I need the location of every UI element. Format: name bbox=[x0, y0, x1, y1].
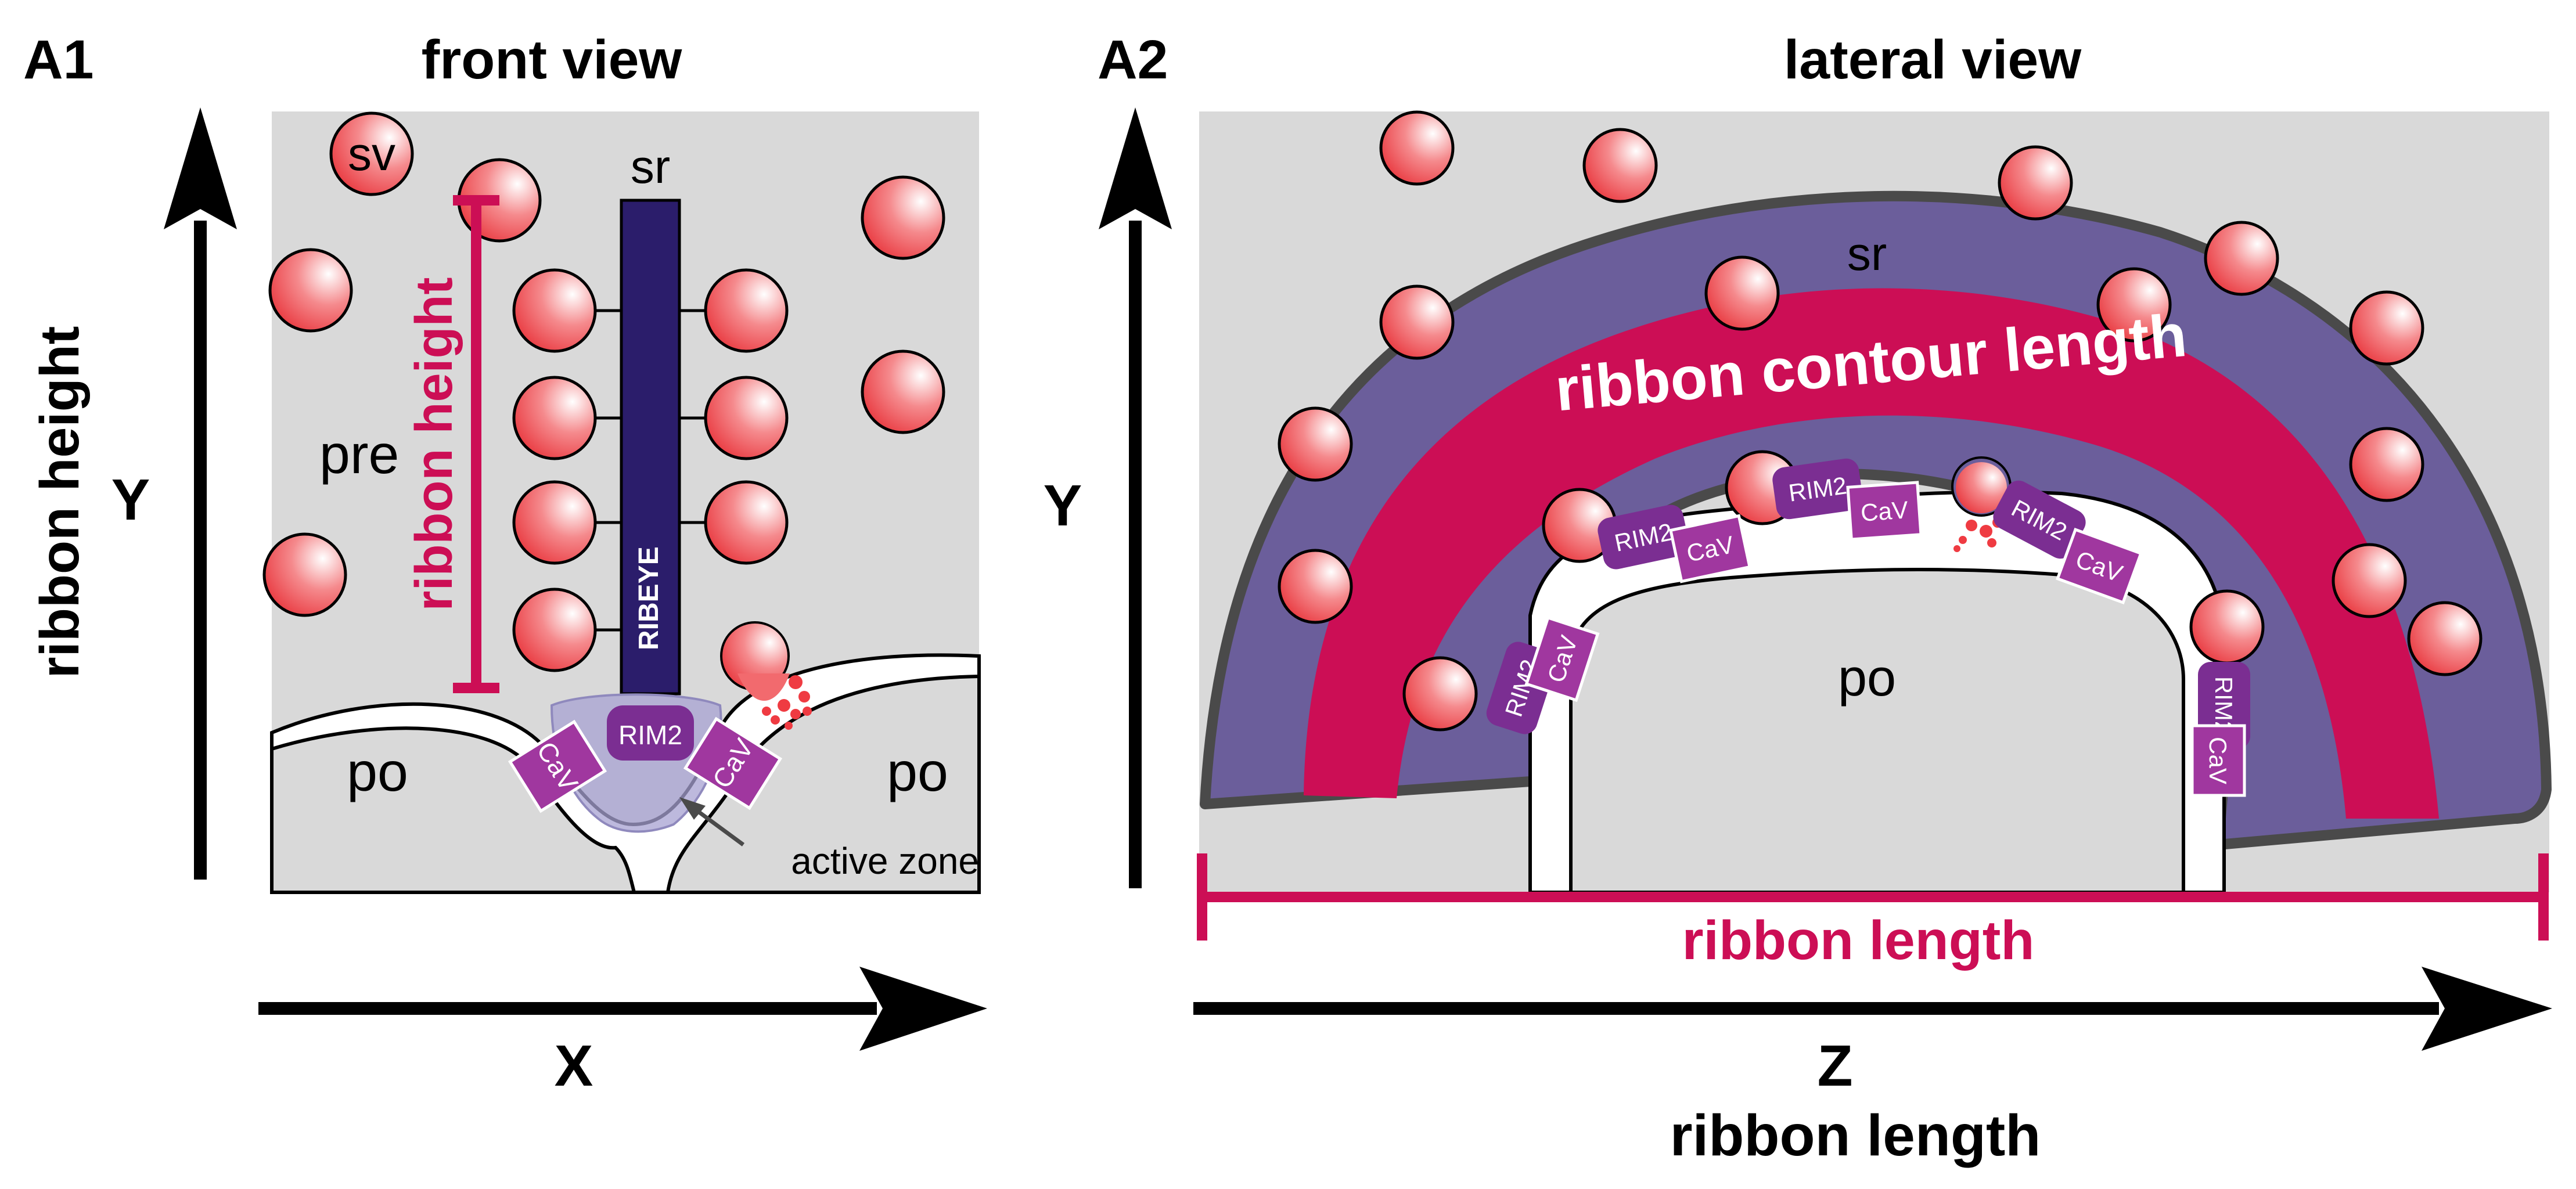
ribbon-height-bar bbox=[453, 195, 499, 693]
synaptic-vesicle bbox=[1582, 128, 1658, 203]
synaptic-vesicle bbox=[1998, 145, 2073, 221]
synaptic-vesicle bbox=[2189, 589, 2265, 665]
synaptic-vesicle bbox=[861, 175, 945, 260]
synaptic-vesicle bbox=[2349, 427, 2424, 502]
fusing-vesicle bbox=[720, 621, 812, 730]
a2-y-axis-label: Y bbox=[1044, 473, 1082, 538]
sv-label: sv bbox=[348, 128, 395, 181]
a2-sr-label: sr bbox=[1847, 228, 1887, 280]
synaptic-vesicle bbox=[1402, 656, 1478, 732]
synaptic-vesicle bbox=[2204, 221, 2279, 296]
a1-y-axis-title: ribbon height bbox=[29, 326, 91, 679]
synaptic-vesicle bbox=[2332, 543, 2407, 618]
synaptic-vesicle bbox=[512, 480, 597, 565]
cav-a2: CaV bbox=[1668, 514, 1752, 583]
a1-x-axis bbox=[258, 967, 987, 1051]
po-right-label: po bbox=[887, 741, 948, 803]
panel-a1: A1 front view sv bbox=[23, 29, 987, 1098]
cav-a2: CaV bbox=[2056, 527, 2143, 605]
cav-a1-left: CaV bbox=[508, 719, 607, 813]
cav-a2: CaV bbox=[2190, 724, 2246, 797]
cav-a2: CaV bbox=[1846, 481, 1923, 541]
a1-free-vesicles bbox=[262, 111, 945, 617]
synaptic-vesicle bbox=[704, 268, 789, 353]
a2-postsynaptic bbox=[1569, 567, 2185, 894]
a2-y-axis bbox=[1099, 107, 1172, 888]
synaptic-vesicle bbox=[329, 111, 414, 196]
ribbon-contour-band bbox=[1304, 288, 2439, 819]
synaptic-vesicle bbox=[1704, 255, 1780, 331]
a2-z-axis-title: ribbon length bbox=[1670, 1103, 2041, 1168]
synaptic-vesicle bbox=[2349, 290, 2424, 366]
cav-a2-label: CaV bbox=[2204, 737, 2232, 784]
a1-y-axis bbox=[164, 107, 237, 880]
active-zone-label: active zone bbox=[791, 840, 979, 882]
sr-label: sr bbox=[631, 140, 670, 193]
a1-tethered-vesicles bbox=[512, 268, 789, 672]
panel-a2-label: A2 bbox=[1098, 29, 1168, 91]
ribbon-length-label: ribbon length bbox=[1682, 910, 2035, 971]
panel-a2: A2 lateral view po bbox=[1044, 29, 2552, 1168]
synaptic-vesicle bbox=[1379, 284, 1455, 360]
a1-x-axis-label: X bbox=[555, 1033, 593, 1098]
synaptic-vesicle bbox=[512, 376, 597, 460]
rim2-a2: RIM2 bbox=[1772, 458, 1863, 520]
a2-fusing-vesicle bbox=[1951, 456, 2012, 552]
synaptic-vesicle bbox=[1278, 549, 1353, 624]
synaptic-vesicle bbox=[2407, 601, 2483, 676]
panel-a1-title: front view bbox=[422, 29, 683, 91]
pre-label: pre bbox=[319, 424, 399, 485]
ribbon-length-bar bbox=[1197, 853, 2549, 941]
ribbon bbox=[620, 199, 681, 696]
synaptic-vesicle bbox=[1379, 110, 1455, 186]
rim2-a1 bbox=[607, 705, 694, 761]
panel-a2-title: lateral view bbox=[1784, 29, 2082, 91]
synaptic-vesicle bbox=[268, 248, 353, 333]
ribbon-height-label: ribbon height bbox=[405, 278, 463, 611]
a2-proteins: RIM2 CaV RIM2 CaV RIM2 CaV bbox=[1486, 458, 2250, 797]
cav-a2: CaV bbox=[1524, 615, 1600, 702]
a2-z-axis-label: Z bbox=[1817, 1033, 1852, 1098]
synaptic-vesicle bbox=[512, 268, 597, 353]
ribeye-label: RIBEYE bbox=[634, 546, 664, 650]
synaptic-vesicle bbox=[2096, 267, 2172, 343]
synaptic-vesicle bbox=[704, 376, 789, 460]
a2-vesicles bbox=[1278, 110, 2483, 732]
panel-a1-label: A1 bbox=[23, 29, 93, 91]
a1-y-axis-label: Y bbox=[111, 467, 150, 532]
synaptic-vesicle bbox=[1278, 406, 1353, 482]
po-left-label: po bbox=[347, 741, 408, 803]
cav-a2-label: CaV bbox=[1860, 496, 1909, 527]
rim2-a1-label: RIM2 bbox=[618, 720, 682, 750]
synaptic-vesicle bbox=[704, 480, 789, 565]
synaptic-vesicle bbox=[861, 350, 945, 434]
synaptic-vesicle bbox=[262, 532, 347, 617]
a2-po-label: po bbox=[1838, 649, 1896, 707]
rim2-a2: RIM2 bbox=[1993, 480, 2086, 559]
rim2-a2: RIM2 bbox=[1598, 505, 1689, 570]
synaptic-vesicle bbox=[512, 588, 597, 672]
cav-a1-right: CaV bbox=[683, 716, 783, 810]
a2-z-axis bbox=[1193, 967, 2552, 1051]
